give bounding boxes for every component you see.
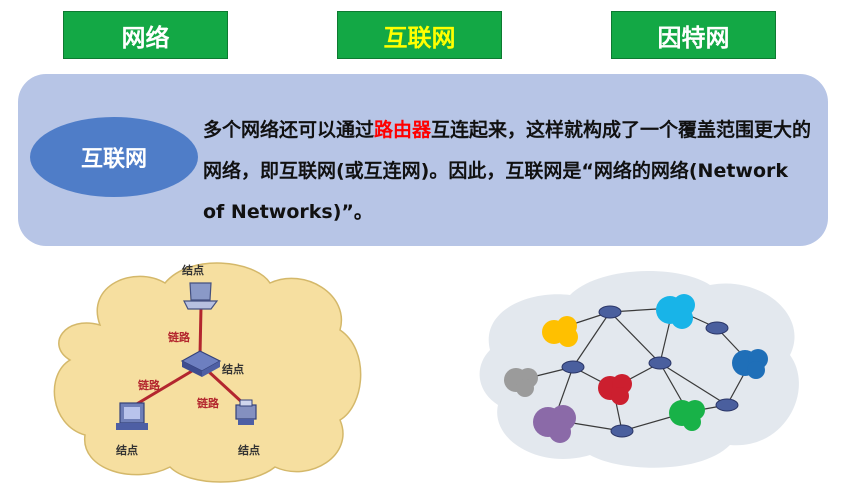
definition-text: 多个网络还可以通过路由器互连起来，这样就构成了一个覆盖范围更大的网络，即互联网(…: [203, 110, 815, 233]
purple-network-cloud: [533, 405, 576, 443]
link-label-left: 链路: [138, 378, 161, 392]
link-line-top: [198, 306, 203, 356]
topic-badge: 互联网: [30, 117, 198, 197]
grey-network-cloud: [504, 368, 538, 397]
network-diagram: 结点 结点 结点 结点 链路 链路 链路: [53, 262, 362, 483]
link-label-right: 链路: [197, 396, 220, 410]
green-network-cloud: [669, 400, 705, 431]
switch-icon: [180, 350, 222, 377]
link-label-top: 链路: [168, 330, 191, 344]
node-label-right: 结点: [221, 362, 244, 376]
router-icons: [561, 305, 739, 438]
definition-text-after: 互连起来，这样就构成了一个覆盖范围更大的网络，即互联网(或互连网)。因此，互联网…: [203, 119, 812, 223]
definition-text-before: 多个网络还可以通过: [203, 119, 375, 141]
printer-icon: [235, 399, 257, 425]
network-clouds: [504, 294, 768, 443]
yellow-network-cloud: [542, 316, 578, 347]
laptop-icon: [183, 282, 219, 310]
internetwork-diagram: [479, 271, 799, 468]
tab-internet[interactable]: 因特网: [611, 11, 776, 59]
desktop-icon: [116, 402, 148, 430]
cyan-network-cloud: [656, 294, 695, 329]
blue-network-cloud: [732, 349, 768, 379]
tab-internetwork[interactable]: 互联网: [337, 11, 502, 59]
node-label-bottom-left: 结点: [115, 443, 138, 457]
link-line-left: [134, 369, 193, 407]
tab-network[interactable]: 网络: [63, 11, 228, 59]
link-line-right: [206, 369, 247, 407]
red-network-cloud: [598, 374, 632, 405]
router-highlight: 路由器: [374, 119, 432, 141]
node-label-top: 结点: [181, 263, 204, 277]
topic-label: 互联网: [80, 147, 147, 172]
node-label-bottom-right: 结点: [237, 443, 260, 457]
